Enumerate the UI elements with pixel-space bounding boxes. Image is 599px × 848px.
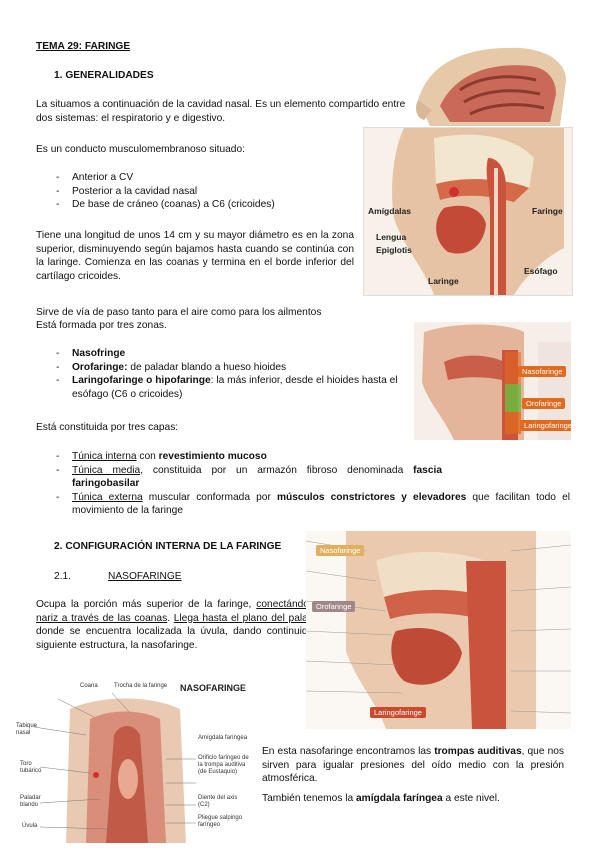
list-item: Túnica media, constituida por un armazón… xyxy=(36,464,442,491)
label-esofago: Esófago xyxy=(524,266,558,276)
label-uvula: Úvula xyxy=(22,823,38,829)
tag-laringofaringe-detailed: Laringofaringe xyxy=(370,707,426,718)
zones-list: Nasofringe Orofaringe: de paladar blando… xyxy=(36,347,408,401)
label-coana: Coana xyxy=(80,683,98,689)
figure-nasal-cavity xyxy=(410,40,570,126)
list-item: Posterior a la cavidad nasal xyxy=(36,185,366,199)
page-title: TEMA 29: FARINGE xyxy=(36,41,131,52)
nasofaringe-illustration xyxy=(33,692,196,843)
list-item: Túnica externa muscular conformada por m… xyxy=(36,491,570,518)
label-faringe: Faringe xyxy=(532,206,563,216)
paragraph-trompas: En esta nasofaringe encontramos las trom… xyxy=(262,746,564,784)
paragraph-layers-intro: Está constituida por tres capas: xyxy=(36,422,179,433)
tag-nasofaringe: Nasofaringe xyxy=(518,366,567,377)
paragraph-function: Sirve de vía de paso tanto para el aire … xyxy=(36,307,322,318)
paragraph-amigdala: También tenemos la amígdala faríngea a e… xyxy=(262,793,500,804)
list-item: Túnica interna con revestimiento mucoso xyxy=(36,450,570,464)
label-lengua: Lengua xyxy=(376,232,407,242)
layers-list: Túnica interna con revestimiento mucoso … xyxy=(36,450,570,518)
list-item: Anterior a CV xyxy=(36,171,366,185)
section-2-heading: 2. CONFIGURACIÓN INTERNA DE LA FARINGE xyxy=(54,541,282,552)
list-item: Orofaringe: de paladar blando a hueso hi… xyxy=(36,361,408,375)
list-item: Laringofaringe o hipofaringe: la más inf… xyxy=(36,374,408,401)
pharynx-sagittal-illustration xyxy=(392,128,564,295)
paragraph-conduct: Es un conducto musculomembranoso situado… xyxy=(36,144,245,155)
label-pliegue-salpingo: Pliegue salpingo faríngeo xyxy=(198,815,243,828)
tag-laringofaringe: Laringofaringe xyxy=(520,420,571,431)
position-list: Anterior a CV Posterior a la cavidad nas… xyxy=(36,171,366,212)
label-orificio-trompa: Orificio faríngeo de la trompa auditiva … xyxy=(198,755,249,775)
subsection-title: NASOFARINGE xyxy=(108,571,182,582)
label-diente-axis: Diente del axis (C2) xyxy=(198,795,238,808)
label-toro-tubarico: Toro tubárico xyxy=(20,761,42,774)
list-item: De base de cráneo (coanas) a C6 (cricoid… xyxy=(36,198,366,212)
subsection-number: 2.1. xyxy=(54,571,71,582)
paragraph-intro: La situamos a continuación de la cavidad… xyxy=(36,99,406,124)
figure-pharynx-detailed: Nasofaringe Orofaringe Laringofaringe xyxy=(306,531,571,729)
figure-nasofaringe: NASOFARINGE Coana Trocha de la faringe T… xyxy=(16,679,256,843)
paragraph-length: Tiene una longitud de unos 14 cm y su ma… xyxy=(36,230,354,282)
list-item: Nasofringe xyxy=(36,347,408,361)
section-1-heading: 1. GENERALIDADES xyxy=(54,70,154,81)
label-amigdalas: Amígdalas xyxy=(368,206,411,216)
tag-orofaringe-detailed: Orofaringe xyxy=(312,601,356,612)
label-paladar-blando: Paladar blando xyxy=(20,795,41,808)
label-amigdala-faringea: Amígdala faríngea xyxy=(198,735,248,741)
label-tabique-nasal: Tabique nasal xyxy=(16,723,38,736)
nasal-cavity-illustration xyxy=(416,47,566,126)
pharynx-detailed-illustration xyxy=(306,531,571,729)
tag-nasofaringe-detailed: Nasofaringe xyxy=(316,545,365,556)
figure-pharynx-zones: Nasofaringe Orofaringe Laringofaringe xyxy=(414,322,571,440)
label-trocha: Trocha de la faringe xyxy=(114,683,168,689)
tag-orofaringe: Orofaringe xyxy=(522,398,566,409)
label-laringe: Laringe xyxy=(428,276,459,286)
figure-nasofaringe-title: NASOFARINGE xyxy=(180,683,247,693)
paragraph-zones-intro: Está formada por tres zonas. xyxy=(36,320,167,331)
figure-pharynx-sagittal: Amígdalas Lengua Epiglotis Laringe Farin… xyxy=(363,127,573,296)
label-epiglotis: Epiglotis xyxy=(376,245,412,255)
